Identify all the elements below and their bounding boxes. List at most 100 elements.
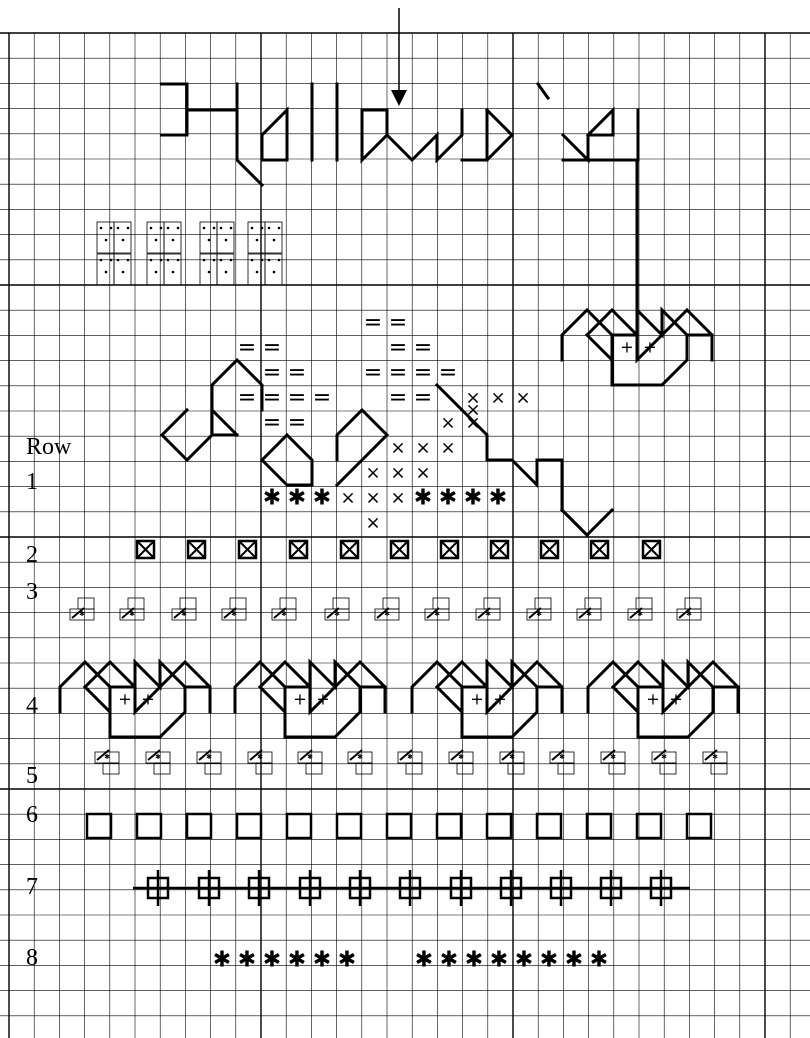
small-motif-icon: ✱: [500, 750, 524, 774]
equals-stitch: =: [238, 386, 256, 411]
row-label-8: 8: [26, 946, 38, 970]
motif-star: ✱: [79, 610, 85, 618]
year-dot: [172, 271, 175, 274]
motif-cell: [609, 763, 625, 774]
small-motif-icon: ✱: [325, 598, 349, 620]
motif-cell: [280, 598, 296, 609]
asterisk-stitch: ✱: [313, 948, 331, 973]
row-label-6: 6: [26, 803, 38, 827]
year-dot: [117, 227, 120, 230]
asterisk-stitch: ✱: [490, 948, 508, 973]
motif-star: ✱: [485, 610, 491, 618]
flourish-stroke: [135, 662, 185, 687]
square-outline-icon: [337, 814, 361, 838]
equals-stitch: =: [263, 361, 281, 386]
x-stitch: ×: [340, 488, 355, 509]
motif-cell: [383, 598, 399, 609]
equals-stitch: =: [439, 361, 457, 386]
small-motif-icon: ✱: [703, 750, 727, 774]
square-outline-icon: [687, 814, 711, 838]
year-dot: [278, 227, 281, 230]
plus-stitch: +: [646, 690, 659, 709]
year-2005-motif: [97, 222, 282, 285]
small-motif-icon: ✱: [298, 750, 322, 774]
motif-star: ✱: [257, 753, 263, 761]
equals-stitch: =: [414, 361, 432, 386]
year-dot: [177, 227, 180, 230]
equals-stitch: =: [414, 386, 432, 411]
asterisk-stitch: ✱: [439, 486, 457, 511]
year-dot: [256, 271, 259, 274]
year-dot: [127, 259, 130, 262]
row-2-boxed-x-band: [137, 541, 660, 558]
plus-stitch: +: [316, 690, 329, 709]
small-motif-icon: ✱: [550, 750, 574, 774]
row-label-7: 7: [26, 875, 38, 899]
small-motif-icon: ✱: [628, 598, 652, 620]
asterisk-stitch: ✱: [263, 486, 281, 511]
motif-cell: [103, 763, 119, 774]
year-dot: [225, 271, 228, 274]
year-digit-cell: [265, 254, 282, 285]
x-stitch: ×: [390, 438, 405, 459]
year-dot: [155, 239, 158, 242]
down-arrow-icon: [391, 8, 407, 106]
x-stitch: ×: [365, 488, 380, 509]
row-label-3: 3: [26, 580, 38, 604]
small-motif-icon: ✱: [248, 750, 272, 774]
asterisk-stitch: ✱: [288, 948, 306, 973]
x-stitch: ×: [440, 413, 455, 434]
year-dot: [155, 271, 158, 274]
equals-stitch: =: [263, 411, 281, 436]
asterisk-stitch: ✱: [288, 486, 306, 511]
year-dot: [100, 227, 103, 230]
year-dot: [150, 227, 153, 230]
year-dot: [261, 227, 264, 230]
small-motif-icon: ✱: [197, 750, 221, 774]
square-outline-icon: [387, 814, 411, 838]
year-digit-cell: [97, 222, 114, 253]
equals-stitch: =: [389, 361, 407, 386]
flourish-icon: ++: [588, 662, 738, 737]
motif-cell: [433, 598, 449, 609]
year-dot: [278, 259, 281, 262]
small-motif-icon: ✱: [120, 598, 144, 620]
motif-cell: [256, 763, 272, 774]
year-dot: [261, 259, 264, 262]
motif-cell: [508, 763, 524, 774]
motif-cell: [660, 763, 676, 774]
asterisk-stitch: ✱: [415, 948, 433, 973]
year-dot: [203, 259, 206, 262]
motif-cell: [78, 598, 94, 609]
motif-cell: [333, 598, 349, 609]
year-dot: [172, 239, 175, 242]
asterisk-stitch: ✱: [440, 948, 458, 973]
asterisk-stitch: ✱: [540, 948, 558, 973]
plus-stitch: +: [669, 690, 682, 709]
year-dot: [273, 271, 276, 274]
motif-cell: [457, 763, 473, 774]
small-motif-icon: ✱: [146, 750, 170, 774]
year-digit-cell: [200, 222, 217, 253]
square-outline-icon: [437, 814, 461, 838]
year-dot: [122, 271, 125, 274]
row-7-cross-box-band: [133, 870, 690, 906]
equals-stitch: =: [414, 336, 432, 361]
motif-star: ✱: [231, 610, 237, 618]
year-dot: [225, 239, 228, 242]
motif-cell: [636, 598, 652, 609]
small-motif-icon: ✱: [222, 598, 246, 620]
small-motif-icon: ✱: [601, 750, 625, 774]
flourish-icon: ++: [235, 662, 385, 737]
square-outline-icon: [587, 814, 611, 838]
motif-star: ✱: [307, 753, 313, 761]
year-dot: [105, 271, 108, 274]
year-dot: [208, 271, 211, 274]
motif-cell: [230, 598, 246, 609]
plus-stitch: +: [620, 338, 633, 357]
motif-star: ✱: [559, 753, 565, 761]
small-motif-icon: ✱: [398, 750, 422, 774]
square-outline-icon: [87, 814, 111, 838]
motif-star: ✱: [637, 610, 643, 618]
